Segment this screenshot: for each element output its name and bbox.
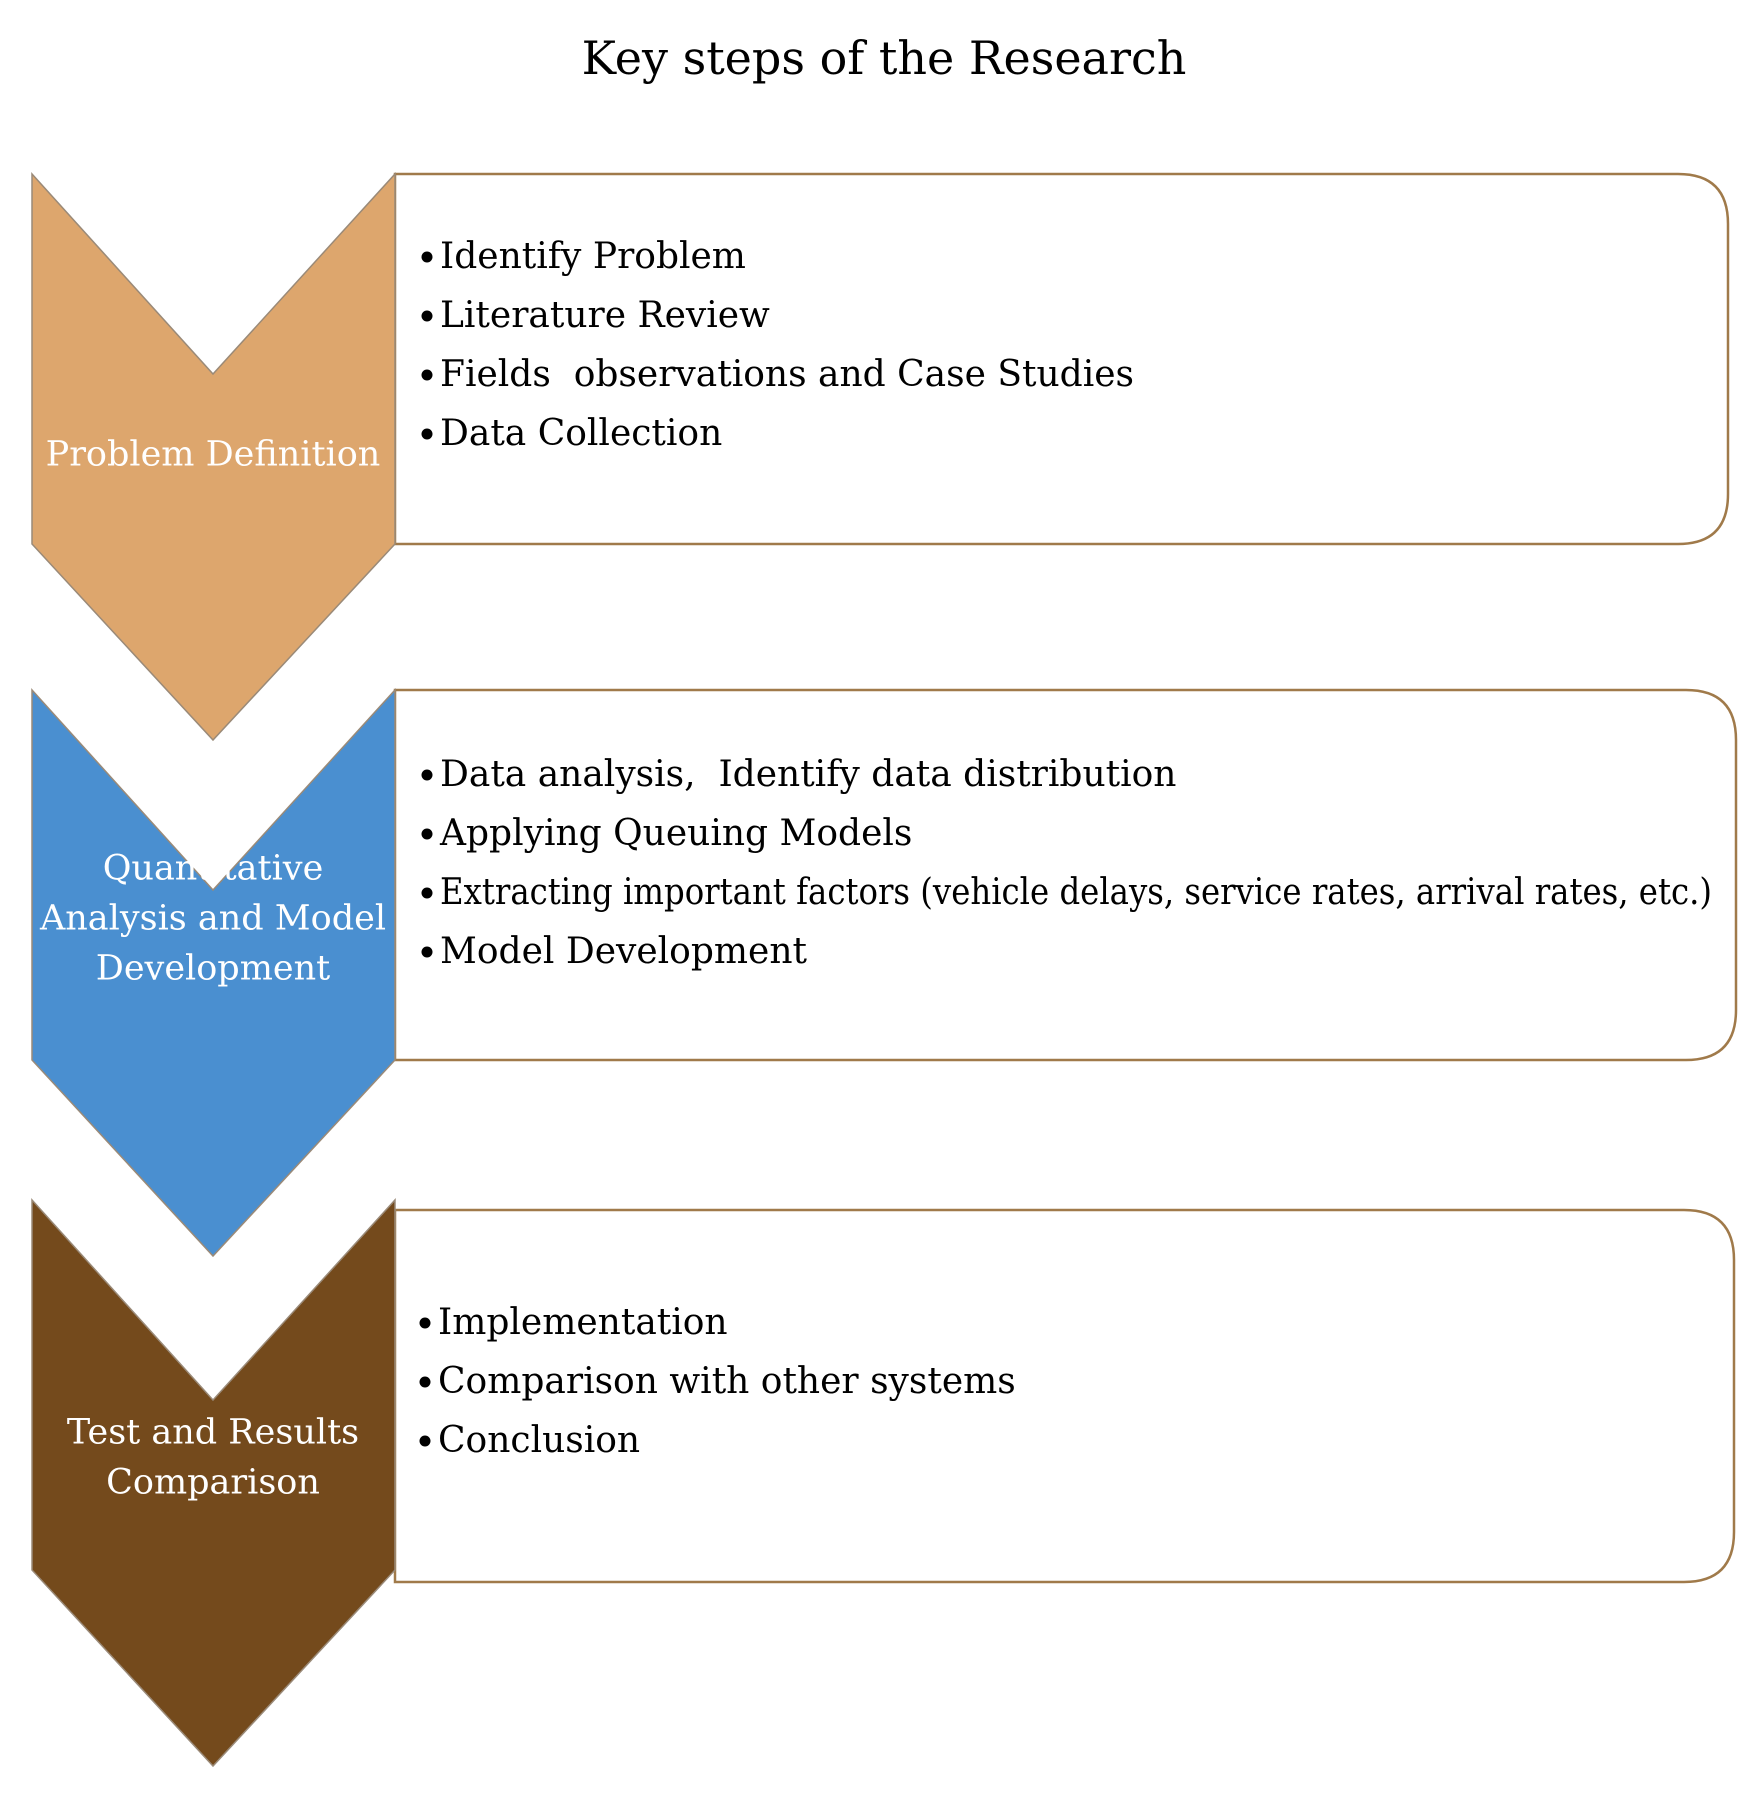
stage-2-chevron bbox=[31, 688, 396, 1258]
bullet-dot bbox=[421, 946, 433, 958]
bullet-dot bbox=[421, 310, 433, 322]
stage-3-content-box bbox=[393, 1208, 1736, 1584]
stage-3-list-item: Implementation bbox=[419, 1302, 728, 1343]
stage-1-list-item: Fields observations and Case Studies bbox=[421, 354, 1134, 395]
bullet-dot bbox=[421, 251, 433, 263]
stage-3-label-line: Test and Results bbox=[67, 1413, 359, 1453]
stage-2-list-item: Data analysis, Identify data distributio… bbox=[421, 754, 1176, 795]
stage-2-label-line: Analysis and Model bbox=[39, 899, 386, 939]
list-item-text: Extracting important factors (vehicle de… bbox=[440, 872, 1712, 913]
stage-2-label-line: Development bbox=[96, 949, 330, 989]
list-item-text: Comparison with other systems bbox=[438, 1361, 1016, 1402]
bullet-dot bbox=[421, 428, 433, 440]
stage-1: Problem Definition Identify ProblemLitera… bbox=[31, 172, 1730, 742]
stage-1-label-line: Problem Definition bbox=[46, 435, 381, 475]
list-item-text: Implementation bbox=[438, 1302, 728, 1343]
bullet-dot bbox=[419, 1376, 431, 1388]
stage-1-list-item: Literature Review bbox=[421, 295, 770, 336]
stage-3-list-item: Conclusion bbox=[419, 1420, 640, 1461]
list-item-text: Fields observations and Case Studies bbox=[440, 354, 1134, 395]
stage-3-label-line: Comparison bbox=[106, 1463, 320, 1503]
stage-2-list-item: Model Development bbox=[421, 931, 808, 972]
bullet-dot bbox=[421, 369, 433, 381]
stage-2-content-box bbox=[393, 688, 1738, 1062]
bullet-dot bbox=[419, 1435, 431, 1447]
bullet-dot bbox=[421, 887, 433, 899]
bullet-dot bbox=[421, 828, 433, 840]
list-item-text: Literature Review bbox=[440, 295, 770, 336]
stage-1-content-box bbox=[393, 172, 1730, 546]
list-item-text: Applying Queuing Models bbox=[439, 813, 912, 854]
stage-1-list-item: Identify Problem bbox=[421, 236, 746, 277]
stage-2-list-item: Applying Queuing Models bbox=[421, 813, 912, 854]
stage-3-list-item: Comparison with other systems bbox=[419, 1361, 1016, 1402]
list-item-text: Data analysis, Identify data distributio… bbox=[440, 754, 1176, 795]
stage-1-list-item: Data Collection bbox=[421, 413, 722, 454]
bullet-dot bbox=[421, 769, 433, 781]
list-item-text: Identify Problem bbox=[440, 236, 746, 277]
list-item-text: Conclusion bbox=[438, 1420, 640, 1461]
stages-layer: Problem Definition Identify ProblemLitera… bbox=[31, 172, 1738, 1768]
list-item-text: Data Collection bbox=[440, 413, 722, 454]
stage-2-list-item: Extracting important factors (vehicle de… bbox=[421, 872, 1712, 913]
stage-2-label-line: Quantitative bbox=[103, 849, 324, 889]
stage-3-chevron bbox=[31, 1198, 396, 1768]
list-item-text: Model Development bbox=[440, 931, 808, 972]
stage-1-chevron bbox=[31, 172, 396, 742]
bullet-dot bbox=[419, 1317, 431, 1329]
diagram-title: Key steps of the Research bbox=[582, 31, 1187, 85]
